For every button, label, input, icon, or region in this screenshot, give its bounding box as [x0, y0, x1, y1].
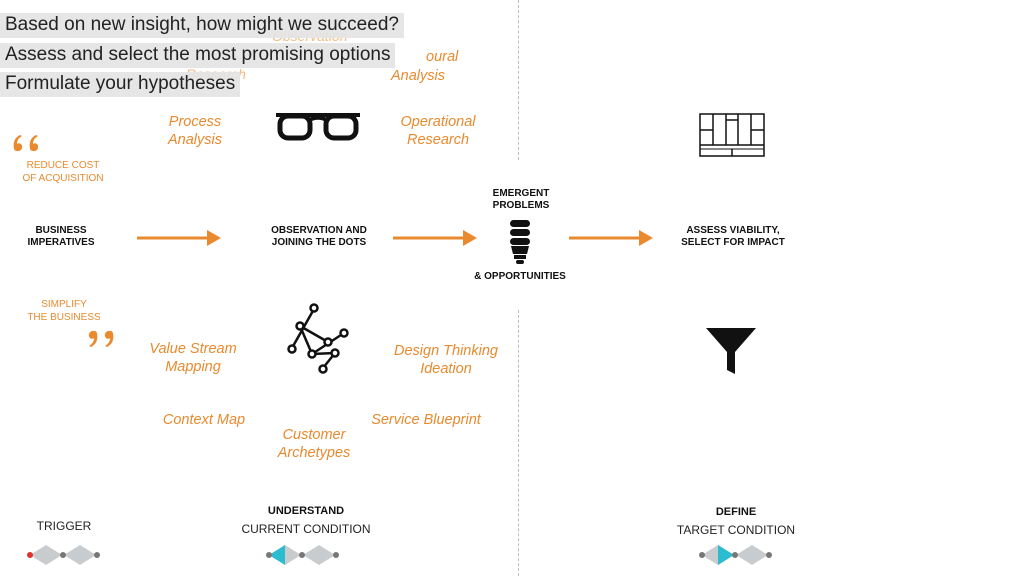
hypothesis-line-1: Based on new insight, how might we succe…	[0, 13, 404, 38]
divider-bottom	[518, 310, 519, 576]
node-emergent-problems: EMERGENT PROBLEMS	[476, 188, 566, 212]
method-operational-research: Operational Research	[388, 113, 488, 149]
method-value-stream-mapping: Value Stream Mapping	[143, 340, 243, 376]
glasses-icon	[276, 113, 360, 141]
hypothesis-line-2: Assess and select the most promising opt…	[0, 43, 396, 68]
method-customer-archetypes: Customer Archetypes	[268, 426, 360, 462]
method-value-stream-mapping-text: Value Stream Mapping	[149, 341, 237, 375]
ghost-label-behavioural: oural	[426, 49, 459, 65]
arrow-3	[569, 230, 653, 246]
phase-define-sub: TARGET CONDITION	[676, 523, 796, 537]
phase-define-title: DEFINE	[715, 506, 757, 518]
node-assess-viability-text: ASSESS VIABILITY, SELECT FOR IMPACT	[681, 225, 785, 248]
define-progress-marker	[699, 545, 772, 565]
node-business-imperatives: BUSINESS IMPERATIVES	[16, 225, 106, 249]
phase-understand-title: UNDERSTAND	[267, 505, 345, 517]
funnel-icon	[706, 328, 756, 374]
node-observation-text: OBSERVATION AND JOINING THE DOTS	[271, 225, 367, 248]
method-customer-archetypes-text: Customer Archetypes	[277, 427, 351, 461]
trigger-progress-marker	[27, 545, 100, 565]
network-nodes-icon	[287, 303, 349, 374]
quote-simplify-text: SIMPLIFY THE BUSINESS	[27, 299, 101, 323]
node-business-imperatives-text: BUSINESS IMPERATIVES	[27, 225, 95, 248]
phase-trigger: TRIGGER	[36, 519, 92, 533]
quote-reduce-cost: REDUCE COST OF ACQUISITION	[14, 159, 112, 185]
open-quote-icon	[13, 135, 39, 152]
node-opportunities: & OPPORTUNITIES	[474, 271, 566, 282]
grid-canvas-icon	[699, 113, 765, 157]
method-process-analysis: Process Analysis	[150, 113, 240, 149]
method-context-map: Context Map	[162, 412, 246, 428]
method-design-thinking-ideation-text: Design Thinking Ideation	[394, 343, 498, 377]
quote-simplify: SIMPLIFY THE BUSINESS	[20, 298, 108, 324]
lightbulb-icon	[510, 220, 530, 264]
quote-reduce-cost-text: REDUCE COST OF ACQUISITION	[22, 160, 104, 184]
arrow-1	[137, 230, 221, 246]
method-design-thinking-ideation: Design Thinking Ideation	[387, 342, 505, 378]
method-operational-research-text: Operational Research	[400, 114, 476, 148]
ghost-label-analysis: Analysis	[391, 68, 445, 84]
method-service-blueprint: Service Blueprint	[371, 412, 481, 428]
node-observation: OBSERVATION AND JOINING THE DOTS	[256, 225, 382, 249]
understand-progress-marker	[266, 545, 339, 565]
node-emergent-problems-text: EMERGENT PROBLEMS	[492, 188, 550, 211]
phase-understand-sub: CURRENT CONDITION	[241, 522, 371, 536]
node-assess-viability: ASSESS VIABILITY, SELECT FOR IMPACT	[666, 225, 800, 249]
arrow-2	[393, 230, 477, 246]
close-quote-icon	[88, 330, 114, 347]
divider-top	[518, 0, 519, 160]
method-process-analysis-text: Process Analysis	[168, 114, 222, 148]
hypothesis-line-3: Formulate your hypotheses	[0, 72, 241, 97]
